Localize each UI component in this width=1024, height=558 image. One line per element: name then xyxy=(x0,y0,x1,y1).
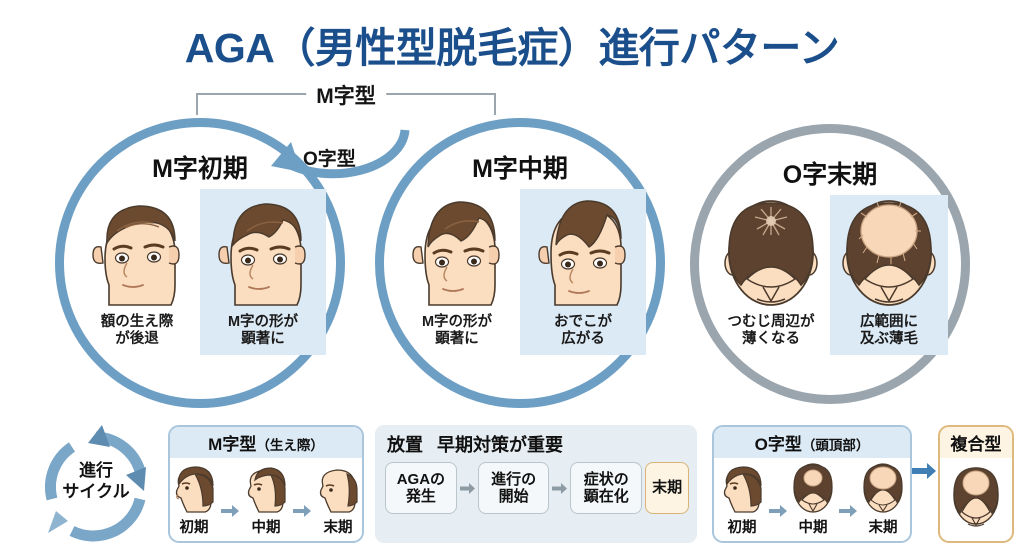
stage-label: 初期 xyxy=(727,520,757,536)
circle-m-early: M字初期 xyxy=(55,118,345,408)
early-action-label: 早期対策が重要 xyxy=(437,435,563,455)
stage: 中期 xyxy=(789,462,837,537)
card-header-main: O字型 xyxy=(754,435,802,454)
bracket-right-tick xyxy=(494,93,496,115)
face-illustration xyxy=(81,189,193,311)
stage: 末期 xyxy=(313,462,362,537)
profile-illustration xyxy=(313,462,362,514)
face-illustration xyxy=(207,189,319,311)
circle-panels: 額の生え際 が後退 xyxy=(74,189,326,356)
bracket-m-type: M字型 xyxy=(196,80,496,119)
stage-arrow-icon xyxy=(221,485,239,537)
transition-arrow-label: O字型 xyxy=(303,149,356,170)
circle-panels: つむじ周辺が 薄くなる xyxy=(712,195,948,356)
stage-row: 初期 中期 xyxy=(170,458,362,539)
bracket-left-tick xyxy=(196,93,198,115)
panel: M字の形が 顕著に xyxy=(394,189,520,355)
flow-step: 進行の 開始 xyxy=(477,462,550,514)
page-title: AGA（男性型脱毛症）進行パターン xyxy=(184,25,840,71)
circle-title: M字中期 xyxy=(472,155,568,183)
stage: 末期 xyxy=(859,462,907,537)
stage-arrow-icon xyxy=(293,485,311,537)
head-top-illustration xyxy=(948,464,1004,530)
flow-terminal: 末期 xyxy=(645,462,689,514)
cycle-label: 進行 サイクル xyxy=(62,461,130,501)
face-illustration xyxy=(401,189,513,311)
head-top-illustration xyxy=(835,195,943,311)
head-top-illustration xyxy=(717,195,825,311)
stage-label: 末期 xyxy=(323,520,353,536)
flow-arrow-icon xyxy=(459,482,475,494)
flow-step: AGAの 発生 xyxy=(385,462,457,514)
face-illustration xyxy=(527,189,639,311)
panel-caption: M字の形が 顕著に xyxy=(421,314,493,348)
panel-caption: M字の形が 顕著に xyxy=(227,314,299,348)
circle-m-middle: M字中期 xyxy=(375,118,665,408)
stage-row: 初期 中期 xyxy=(714,458,910,539)
flow-step: 症状の 顕在化 xyxy=(570,462,643,514)
card-header-sub: （生え際） xyxy=(256,438,324,453)
compound-arrow-icon xyxy=(912,463,936,479)
stage-label: 中期 xyxy=(798,520,828,536)
stage xyxy=(946,464,1006,530)
neglect-label: 放置 xyxy=(387,435,423,455)
card-m-type: M字型（生え際） 初期 xyxy=(168,425,364,543)
stage-label: 末期 xyxy=(868,520,898,536)
stage-arrow-icon xyxy=(769,485,787,537)
stage: 初期 xyxy=(717,462,767,537)
stage: 中期 xyxy=(241,462,291,537)
card-header: 複合型 xyxy=(940,427,1012,458)
card-o-type: O字型（頭頂部） 初期 xyxy=(712,425,912,543)
card-header: M字型（生え際） xyxy=(170,427,362,458)
bracket-label: M字型 xyxy=(306,80,386,110)
panel: おでこが 広がる xyxy=(520,189,646,356)
card-header-sub: （頭頂部） xyxy=(801,438,870,453)
circle-title: O字末期 xyxy=(782,161,878,189)
circle-o-late: O字末期 xyxy=(690,124,970,404)
panel: 広範囲に 及ぶ薄毛 xyxy=(830,195,948,356)
stage-arrow-icon xyxy=(839,485,857,537)
transition-arrow-icon xyxy=(271,129,410,179)
cycle-arrows-icon xyxy=(45,425,146,542)
panel-caption: 額の生え際 が後退 xyxy=(100,314,174,348)
circle-title: M字初期 xyxy=(152,155,248,183)
head-top-illustration xyxy=(859,462,907,514)
circle-panels: M字の形が 顕著に xyxy=(394,189,646,356)
stage-label: 中期 xyxy=(251,520,281,536)
panel-caption: 広範囲に 及ぶ薄毛 xyxy=(860,314,918,348)
panel: 額の生え際 が後退 xyxy=(74,189,200,355)
flow-arrow-icon xyxy=(552,482,568,494)
card-compound-type: 複合型 xyxy=(938,425,1014,543)
stage-row xyxy=(940,458,1012,532)
bottom-row: 進行 サイクル M字型（生え際） xyxy=(0,415,1024,558)
neglect-heading: 放置 早期対策が重要 xyxy=(375,425,697,457)
panel-caption: おでこが 広がる xyxy=(554,314,612,348)
profile-illustration xyxy=(241,462,291,514)
panel: つむじ周辺が 薄くなる xyxy=(712,195,830,355)
card-header: O字型（頭頂部） xyxy=(714,427,910,458)
profile-illustration xyxy=(170,462,219,514)
panel-caption: つむじ周辺が 薄くなる xyxy=(727,314,815,348)
profile-illustration xyxy=(717,462,767,514)
stage-label: 初期 xyxy=(179,520,209,536)
panel: M字の形が 顕著に xyxy=(200,189,326,356)
stage: 初期 xyxy=(170,462,219,537)
progression-cycle: 進行 サイクル xyxy=(26,423,166,548)
neglect-block: 放置 早期対策が重要 AGAの 発生 進行の 開始 症状の 顕在化 末期 xyxy=(375,425,697,543)
progression-flow: AGAの 発生 進行の 開始 症状の 顕在化 末期 xyxy=(375,457,697,514)
card-header-main: M字型 xyxy=(208,435,257,454)
head-top-illustration xyxy=(789,462,837,514)
